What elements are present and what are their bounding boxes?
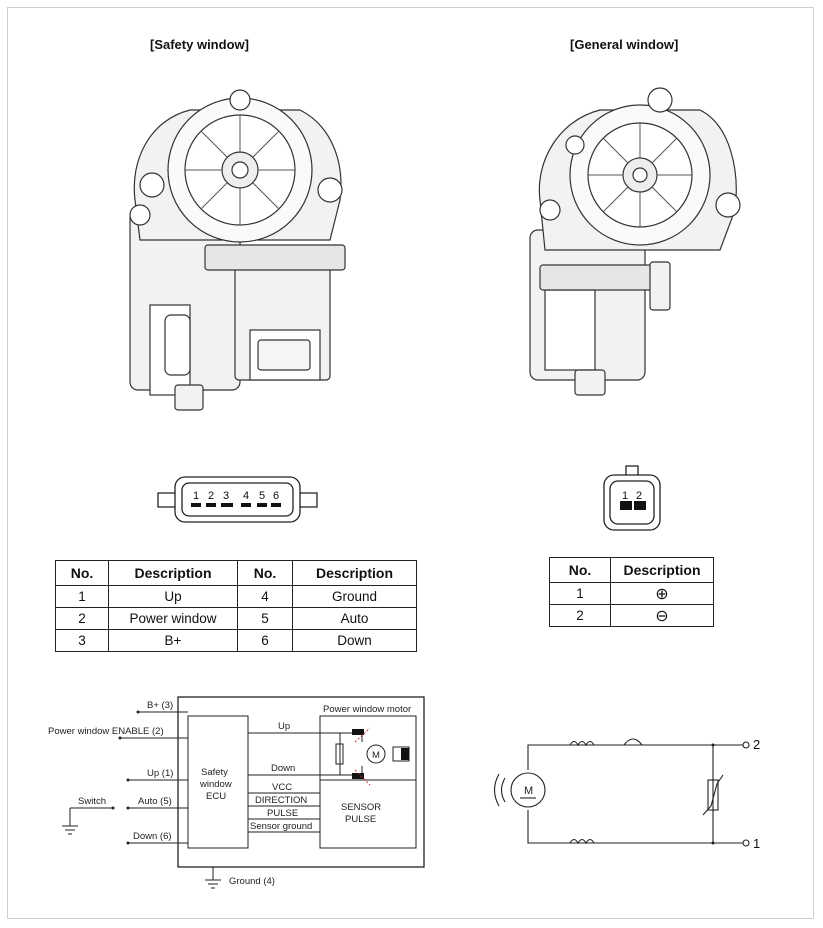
line-label-vcc: VCC [272,782,292,793]
general-terminal-1: 1 [753,836,760,851]
pin-description: Up [108,585,238,608]
safety-pin-label: 5 [259,490,265,502]
line-label-direction: DIRECTION [255,795,307,806]
general-pin-label: 1 [622,490,628,502]
table-header-row: No. Description No. Description [55,560,417,586]
table-row: 2 Power window 5 Auto [55,607,417,630]
general-window-motor-illustration [529,87,741,396]
header-no: No. [549,557,611,583]
ecu-label-line: window [199,779,232,790]
pin-description: Down [292,629,417,652]
pin-number: 4 [237,585,293,608]
sensor-label-line: SENSOR [341,802,381,813]
header-description: Description [292,560,417,586]
pin-number: 1 [55,585,109,608]
safety-pin-label: 4 [243,490,249,502]
general-pin-label: 2 [636,490,642,502]
sensor-label-line: PULSE [345,814,376,825]
pin-number: 3 [55,629,109,652]
general-schematic [493,738,750,847]
pin-number: 5 [237,607,293,630]
line-label-down: Down [271,763,295,774]
safety-motor-sensing-lines [354,727,371,786]
label-auto: Auto (5) [138,796,172,807]
table-row: 1 ⊕ [549,582,714,605]
general-schematic-nodes [711,743,715,845]
pin-polarity: ⊕ [610,582,714,605]
title-safety-window: [Safety window] [150,37,249,52]
pin-description: Power window [108,607,238,630]
pin-number: 1 [549,582,611,605]
general-gear-spokes [588,123,692,227]
safety-schematic [62,696,425,889]
title-general-window: [General window] [570,37,679,52]
pin-number: 2 [549,604,611,627]
table-row: 1 Up 4 Ground [55,585,417,608]
safety-pin-label: 2 [208,490,214,502]
table-row: 2 ⊖ [549,604,714,627]
safety-gear-spokes [185,115,295,225]
safety-pin-table: No. Description No. Description 1 Up 4 G… [55,560,417,652]
ecu-label-line: Safety [201,767,228,778]
safety-pin-label: 1 [193,490,199,502]
ecu-label-line: ECU [206,791,226,802]
general-pin-table: No. Description 1 ⊕ 2 ⊖ [549,557,714,627]
motor-box-title: Power window motor [323,704,411,715]
diagram-frame [7,7,814,919]
label-up: Up (1) [147,768,173,779]
header-no: No. [55,560,109,586]
line-label-up: Up [278,721,290,732]
pin-number: 2 [55,607,109,630]
safety-window-motor-illustration [129,89,346,411]
table-header-row: No. Description [549,557,714,583]
safety-pin-label: 6 [273,490,279,502]
label-ground: Ground (4) [229,876,275,887]
pin-number: 6 [237,629,293,652]
safety-input-terminals [111,710,140,845]
header-description: Description [610,557,714,583]
pin-description: Ground [292,585,417,608]
pin-polarity: ⊖ [610,604,714,627]
line-label-pulse: PULSE [267,808,298,819]
safety-connector-face [157,476,318,523]
general-pin-slot [634,501,646,510]
pin-description: Auto [292,607,417,630]
pin-description: B+ [108,629,238,652]
label-bplus: B+ (3) [147,700,173,711]
table-row: 3 B+ 6 Down [55,629,417,652]
general-pin-slot [620,501,632,510]
line-label-sensor-ground: Sensor ground [250,821,312,832]
general-terminal-2: 2 [753,737,760,752]
motor-symbol-letter: M [372,750,380,761]
safety-pin-label: 3 [223,490,229,502]
safety-motor-hall-elements [352,729,409,779]
header-no: No. [237,560,293,586]
header-description: Description [108,560,238,586]
general-connector-face [603,465,661,531]
label-down: Down (6) [133,831,172,842]
label-enable: Power window ENABLE (2) [48,726,164,737]
safety-connector-pin-slots [191,503,281,507]
safety-connector-pin-numbers: 1 2 3 4 5 6 [193,490,279,502]
general-motor-letter: M [524,785,533,797]
label-switch: Switch [78,796,106,807]
